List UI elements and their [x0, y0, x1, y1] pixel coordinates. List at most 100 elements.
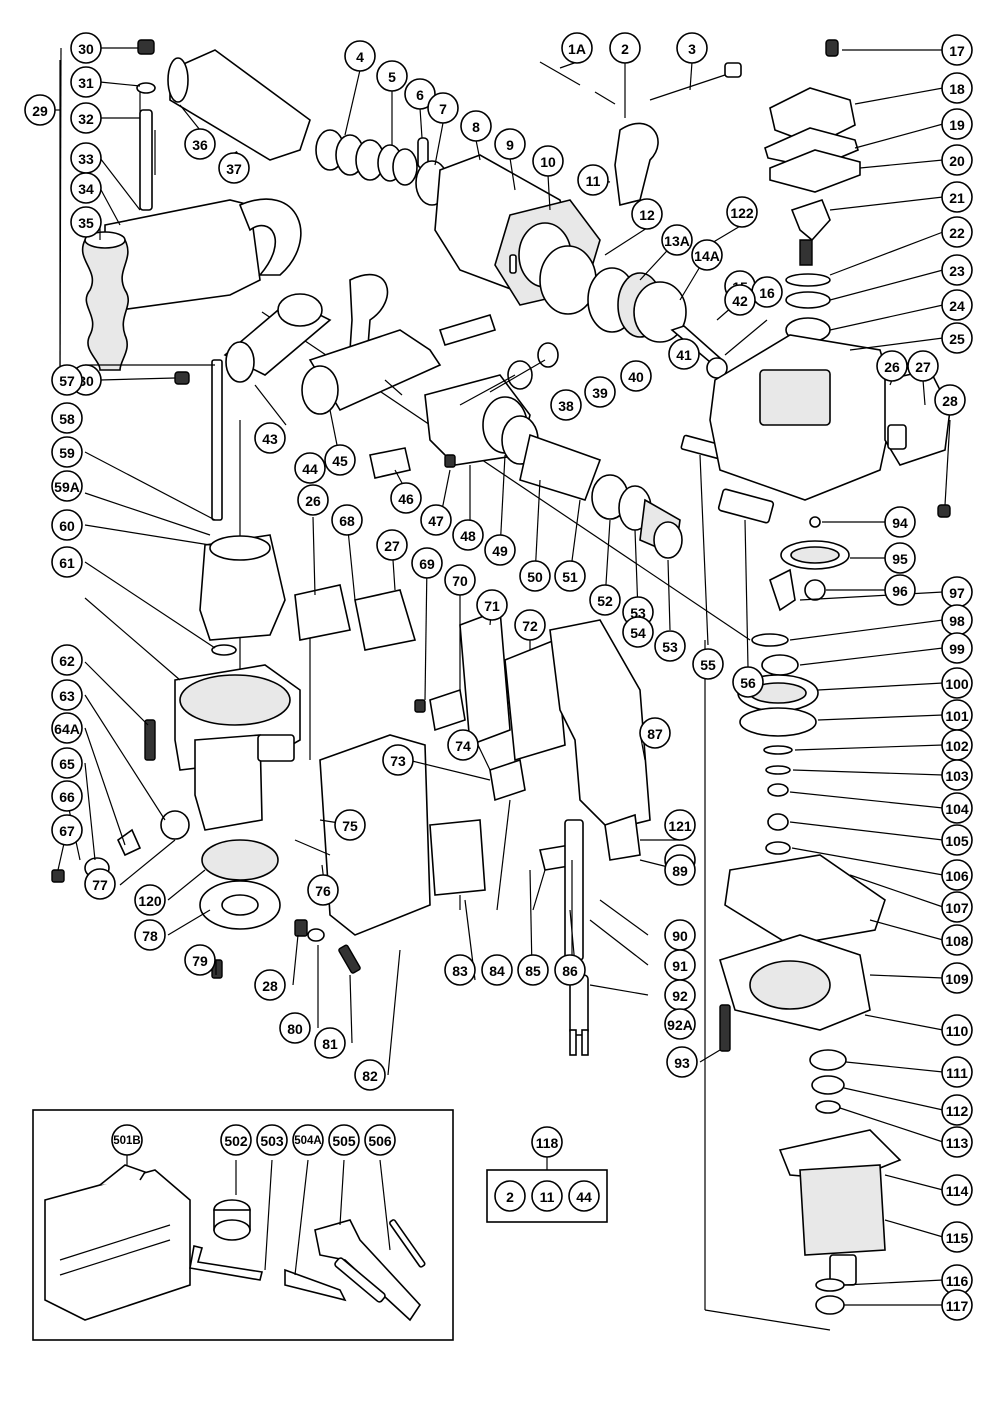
callout-83: 83 [444, 954, 476, 986]
handle-switch-group [294, 584, 651, 1056]
callout-label: 28 [262, 978, 278, 994]
callout-117: 117 [941, 1289, 973, 1321]
callout-97: 97 [941, 576, 973, 608]
callout-48: 48 [452, 519, 484, 551]
callout-label: 2 [621, 41, 629, 57]
callout-109: 109 [941, 962, 973, 994]
callout-2: 2 [609, 32, 641, 64]
callout-35: 35 [70, 206, 102, 238]
callout-label: 103 [945, 768, 969, 784]
callout-label: 52 [597, 593, 613, 609]
callout-label: 506 [368, 1133, 392, 1149]
callout-label: 109 [945, 971, 969, 987]
callout-label: 89 [672, 863, 688, 879]
callout-92a: 92A [664, 1008, 696, 1040]
callout-81: 81 [314, 1027, 346, 1059]
callout-59a: 59A [51, 470, 83, 502]
callout-label: 3 [688, 41, 696, 57]
callout-52: 52 [589, 584, 621, 616]
callout-label: 10 [540, 154, 556, 170]
callout-64a: 64A [51, 712, 83, 744]
callout-label: 26 [884, 359, 900, 375]
callout-label: 97 [949, 585, 965, 601]
callout-label: 105 [945, 833, 969, 849]
callout-503: 503 [256, 1124, 288, 1156]
callout-4: 4 [344, 40, 376, 72]
callout-label: 70 [452, 573, 468, 589]
callout-label: 57 [59, 373, 75, 389]
callout-label: 46 [398, 491, 414, 507]
callout-71: 71 [476, 589, 508, 621]
callout-label: 45 [332, 453, 348, 469]
callout-label: 92 [672, 988, 688, 1004]
callout-label: 6 [416, 87, 424, 103]
callout-19: 19 [941, 108, 973, 140]
callout-113: 113 [941, 1126, 973, 1158]
callout-label: 81 [322, 1036, 338, 1052]
callout-106: 106 [941, 859, 973, 891]
callout-label: 56 [740, 675, 756, 691]
callout-label: 29 [32, 103, 48, 119]
callout-label: 19 [949, 117, 965, 133]
callout-bubbles: 1A2345678910111213A14A151617181920212223… [24, 32, 973, 1321]
callout-102: 102 [941, 729, 973, 761]
callout-label: 39 [592, 385, 608, 401]
callout-31: 31 [70, 66, 102, 98]
callout-118: 118 [531, 1126, 563, 1158]
callout-label: 49 [492, 543, 508, 559]
callout-label: 13A [664, 233, 690, 249]
callout-504a: 504A [292, 1124, 324, 1156]
callout-30: 30 [70, 32, 102, 64]
callout-57: 57 [51, 364, 83, 396]
callout-32: 32 [70, 102, 102, 134]
callout-label: 60 [59, 518, 75, 534]
callout-label: 30 [78, 41, 94, 57]
callout-44: 44 [294, 452, 326, 484]
callout-12: 12 [631, 198, 663, 230]
piston-group [315, 129, 449, 206]
callout-23: 23 [941, 254, 973, 286]
callout-80: 80 [279, 1012, 311, 1044]
callout-label: 94 [892, 515, 908, 531]
callout-label: 86 [562, 963, 578, 979]
callout-62: 62 [51, 644, 83, 676]
gear-cover-group [709, 39, 951, 518]
callout-98: 98 [941, 604, 973, 636]
kit-item-11: 11 [531, 1180, 563, 1212]
callout-label: 75 [342, 818, 358, 834]
callout-36: 36 [184, 128, 216, 160]
callout-label: 78 [142, 928, 158, 944]
callout-94: 94 [884, 506, 916, 538]
callout-label: 114 [946, 1183, 969, 1199]
callout-84: 84 [481, 954, 513, 986]
callout-26: 26 [297, 484, 329, 516]
callout-label: 21 [949, 190, 965, 206]
callout-121: 121 [664, 809, 696, 841]
callout-27: 27 [907, 350, 939, 382]
callout-label: 33 [78, 151, 94, 167]
callout-label: 115 [946, 1230, 969, 1246]
callout-54: 54 [622, 616, 654, 648]
callout-label: 54 [630, 625, 646, 641]
callout-73: 73 [382, 744, 414, 776]
callout-label: 64A [54, 721, 80, 737]
callout-11: 11 [577, 164, 609, 196]
callout-label: 40 [628, 369, 644, 385]
callout-label: 110 [946, 1023, 969, 1039]
svg-text:11: 11 [540, 1189, 555, 1205]
callout-label: 92A [667, 1017, 693, 1033]
callout-69: 69 [411, 547, 443, 579]
callout-label: 36 [192, 137, 208, 153]
callout-92: 92 [664, 979, 696, 1011]
callout-label: 20 [949, 153, 965, 169]
callout-label: 59 [59, 445, 75, 461]
callout-label: 104 [945, 801, 969, 817]
callout-label: 505 [332, 1133, 356, 1149]
callout-label: 17 [949, 43, 965, 59]
callout-26: 26 [876, 350, 908, 382]
callout-label: 79 [192, 953, 208, 969]
callout-21: 21 [941, 181, 973, 213]
callout-label: 113 [946, 1135, 969, 1151]
callout-label: 55 [700, 657, 716, 673]
callout-89: 89 [664, 854, 696, 886]
